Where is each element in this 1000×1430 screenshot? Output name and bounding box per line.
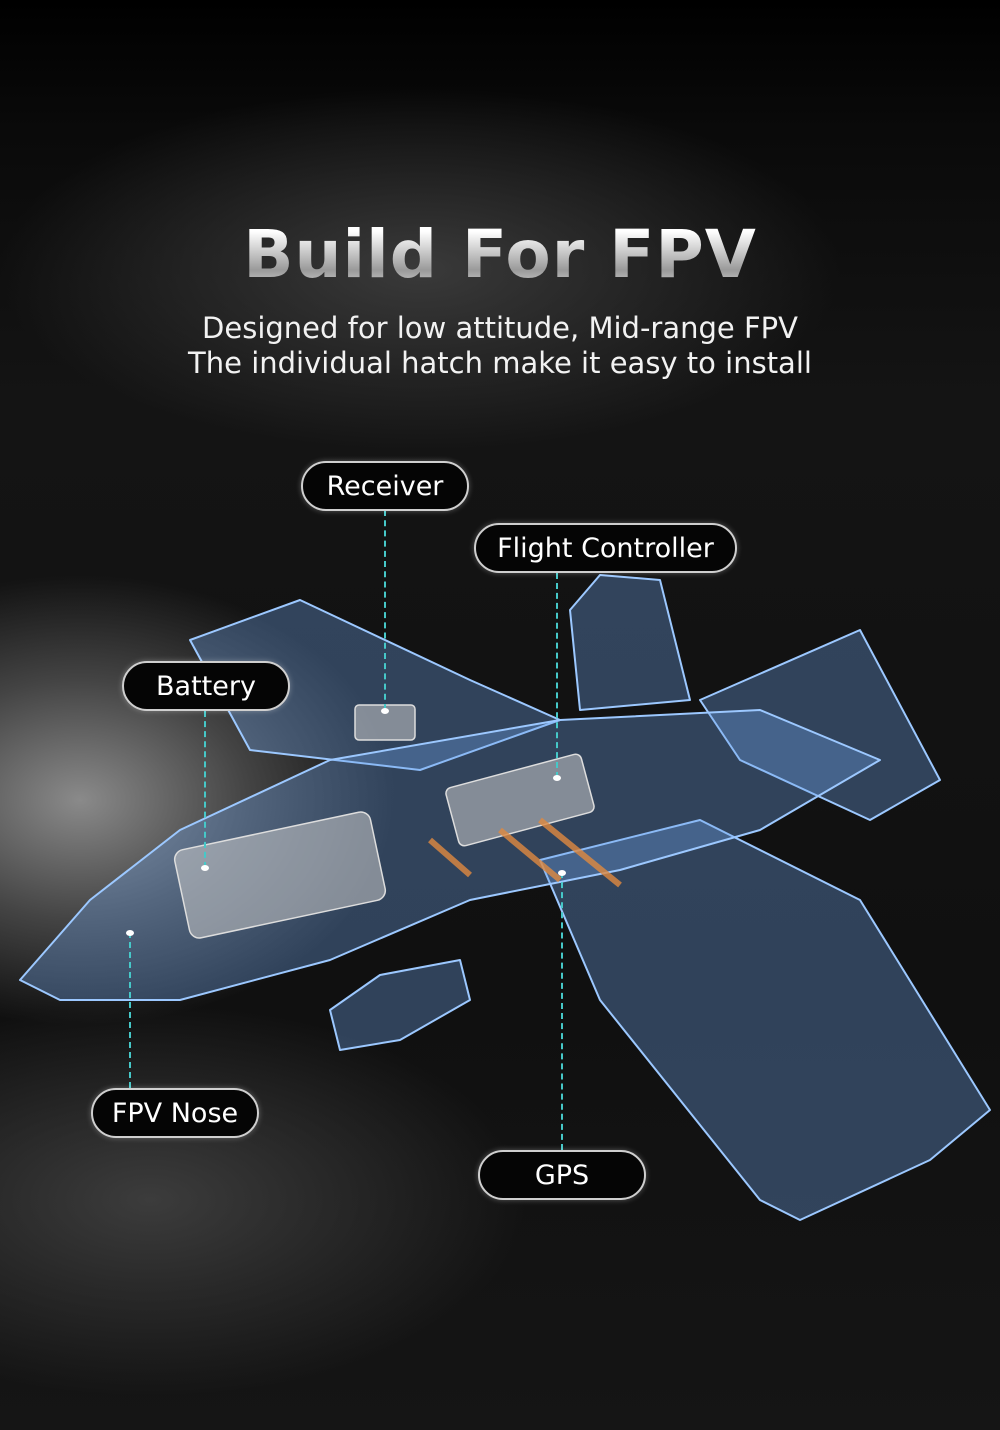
gps-label: GPS [478, 1150, 646, 1200]
flight-controller-label: Flight Controller [474, 523, 737, 573]
gps-marker [558, 870, 566, 876]
fpv-nose-label: FPV Nose [91, 1088, 259, 1138]
battery-leader-line [204, 711, 206, 868]
tail-fin [569, 574, 691, 711]
flight-controller-marker [553, 775, 561, 781]
page-title: Build For FPV [0, 216, 1000, 293]
right-stabilizer [699, 629, 941, 821]
receiver-label: Receiver [301, 461, 469, 511]
battery-label: Battery [122, 661, 290, 711]
flight-controller-leader-line [556, 573, 558, 778]
right-wing [539, 819, 991, 1221]
gps-leader-line [561, 872, 563, 1150]
subtitle-line-2: The individual hatch make it easy to ins… [188, 346, 812, 380]
receiver-marker [381, 708, 389, 714]
nacelle [329, 959, 471, 1051]
receiver-leader-line [384, 510, 386, 710]
fpv-nose-marker [126, 930, 134, 936]
fpv-nose-leader-line [129, 932, 131, 1088]
battery-pack [173, 811, 387, 939]
battery-marker [201, 865, 209, 871]
subtitle-line-1: Designed for low attitude, Mid-range FPV [202, 311, 798, 345]
